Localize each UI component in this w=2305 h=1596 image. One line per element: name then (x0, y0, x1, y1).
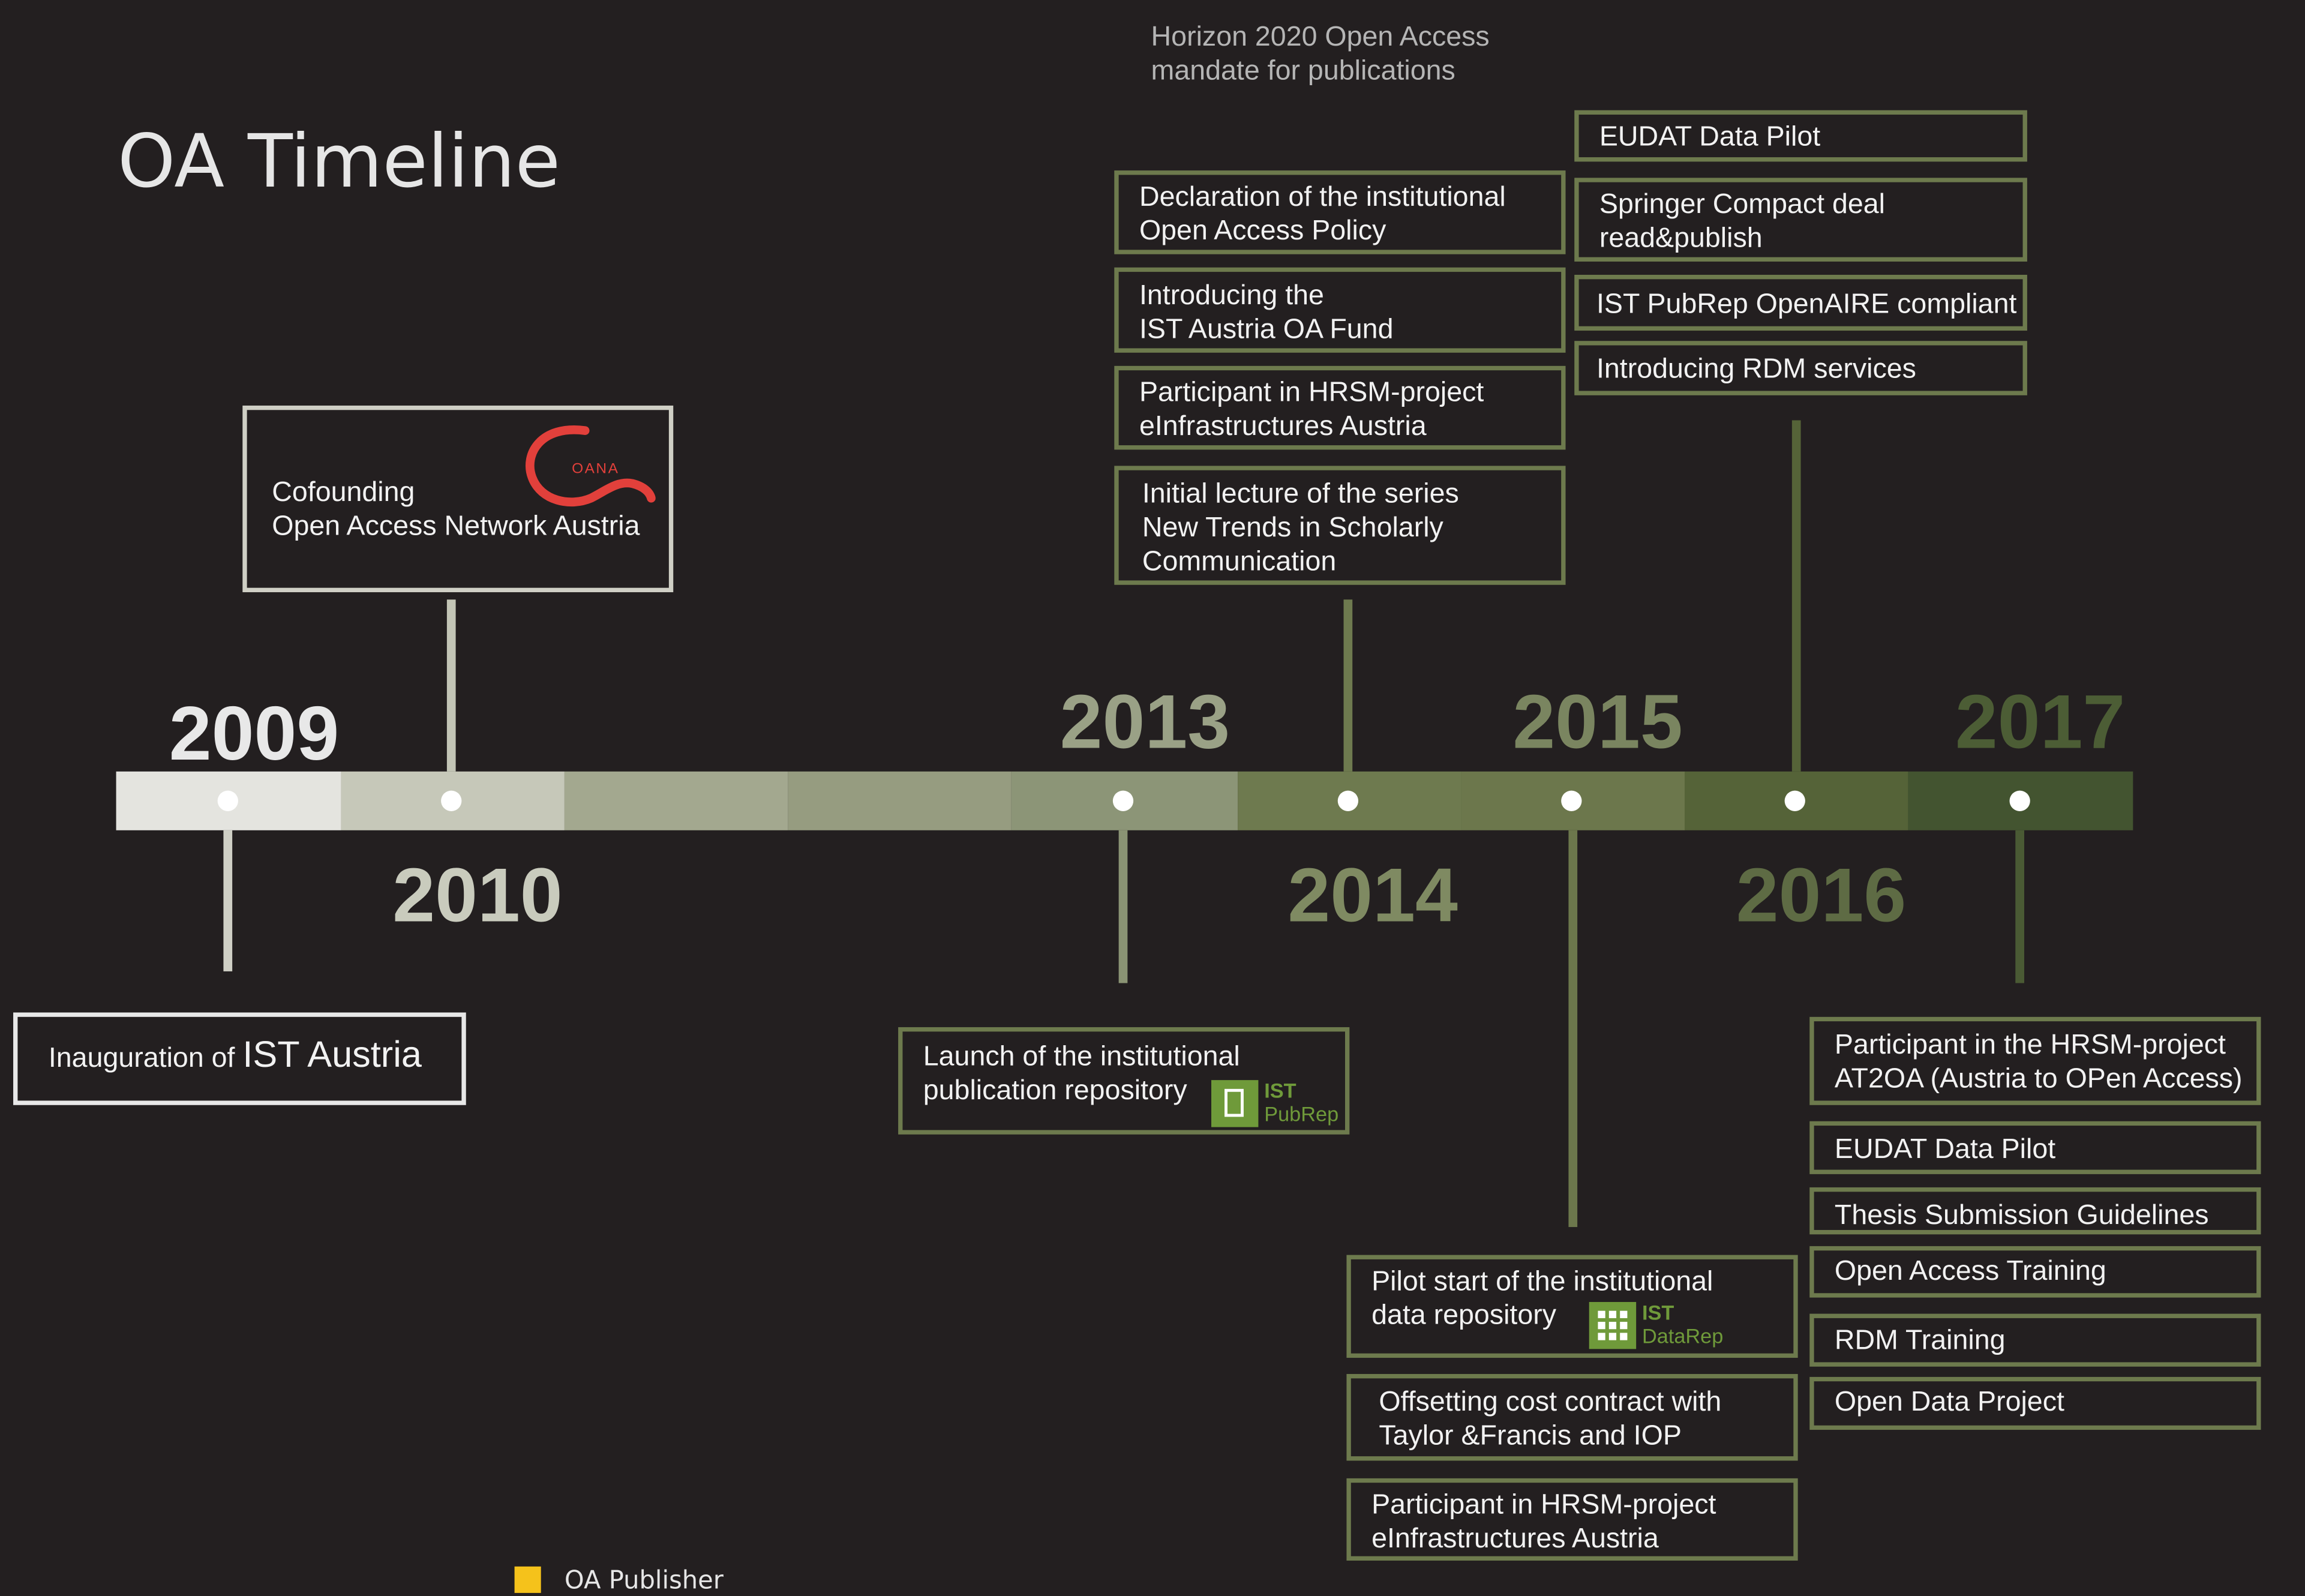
event-box-2010: Cofounding Open Access Network Austria O… (242, 405, 674, 593)
event-box-2015-hrsm: Participant in HRSM-project eInfrastruct… (1346, 1478, 1798, 1561)
timeline-dot-2010 (441, 790, 462, 811)
event-box-2017-open-data: Open Data Project (1809, 1376, 2261, 1430)
timeline-dot-2014 (1337, 790, 1359, 811)
event-box-2016-rdm: Introducing RDM services (1574, 341, 2027, 395)
event-2017-thesis-text: Thesis Submission Guidelines (1834, 1200, 2209, 1232)
event-2017-eudat-text: EUDAT Data Pilot (1834, 1134, 2056, 1166)
page-title: OA Timeline (118, 119, 560, 205)
timeline-dot-2017 (2009, 790, 2030, 811)
stem-2009 (223, 830, 233, 971)
event-box-2014-lecture: Initial lecture of the series New Trends… (1114, 466, 1566, 585)
event-box-2009: Inauguration of IST Austria (13, 1012, 466, 1105)
year-2010: 2010 (392, 853, 563, 940)
event-2009-emph: IST Austria (242, 1034, 422, 1076)
event-2016-openaire-text: IST PubRep OpenAIRE compliant (1596, 289, 2017, 320)
event-box-2014-oa-fund: Introducing the IST Austria OA Fund (1114, 267, 1566, 353)
timeline-dot-2013 (1112, 790, 1134, 811)
timeline-dot-2009 (217, 790, 238, 811)
event-box-2017-rdm-training: RDM Training (1809, 1313, 2261, 1367)
timeline-dot-2016 (1784, 790, 1805, 811)
year-2009: 2009 (169, 692, 340, 778)
event-box-2015-offsetting: Offsetting cost contract with Taylor &Fr… (1346, 1373, 1798, 1461)
stem-2013 (1118, 830, 1128, 983)
year-2015: 2015 (1512, 680, 1683, 766)
event-2016-eudat-text: EUDAT Data Pilot (1599, 122, 1821, 153)
event-2014-policy-text: Declaration of the institutional Open Ac… (1139, 182, 1506, 247)
oana-logo-text: OANA (572, 461, 619, 477)
event-2014-lecture-text: Initial lecture of the series New Trends… (1142, 479, 1459, 578)
document-icon (1211, 1080, 1259, 1127)
stem-2014 (1343, 599, 1353, 772)
event-box-2014-policy: Declaration of the institutional Open Ac… (1114, 170, 1566, 254)
grid-icon (1589, 1301, 1637, 1349)
event-2013-text: Launch of the institutional publication … (923, 1042, 1240, 1107)
pubrep-logo: IST PubRep (1211, 1078, 1344, 1127)
event-2017-oa-training-text: Open Access Training (1834, 1256, 2106, 1288)
year-2014: 2014 (1287, 853, 1458, 940)
event-box-2017-at2oa: Participant in the HRSM-project AT2OA (A… (1809, 1016, 2261, 1105)
horizon-2020-note: Horizon 2020 Open Access mandate for pub… (1151, 22, 1490, 87)
event-box-2016-springer: Springer Compact deal read&publish (1574, 178, 2027, 262)
event-box-2014-hrsm: Participant in HRSM-project eInfrastruct… (1114, 365, 1566, 450)
pubrep-logo-name: PubRep (1264, 1102, 1339, 1126)
event-2015-datarep-text: Pilot start of the institutional data re… (1371, 1267, 1713, 1331)
oana-logo-icon: OANA (526, 425, 656, 506)
event-box-2017-oa-training: Open Access Training (1809, 1246, 2261, 1298)
event-2015-hrsm-text: Participant in HRSM-project eInfrastruct… (1371, 1490, 1716, 1555)
stem-2015 (1568, 830, 1578, 1228)
event-box-2017-thesis: Thesis Submission Guidelines (1809, 1187, 2261, 1235)
datarep-logo: IST DataRep (1589, 1300, 1736, 1351)
datarep-logo-ist: IST (1641, 1300, 1674, 1324)
stem-2016 (1791, 420, 1801, 772)
event-2009-text: Inauguration of (48, 1043, 243, 1075)
event-2017-at2oa-text: Participant in the HRSM-project AT2OA (A… (1834, 1030, 2243, 1095)
event-2016-springer-text: Springer Compact deal read&publish (1599, 189, 1886, 254)
event-2014-oa-fund-text: Introducing the IST Austria OA Fund (1139, 280, 1394, 346)
event-box-2015-datarep: Pilot start of the institutional data re… (1346, 1255, 1798, 1358)
event-2014-hrsm-text: Participant in HRSM-project eInfrastruct… (1139, 377, 1484, 443)
datarep-logo-name: DataRep (1641, 1324, 1724, 1348)
event-box-2017-eudat: EUDAT Data Pilot (1809, 1121, 2261, 1174)
legend-swatch-oa-publisher (514, 1566, 541, 1593)
legend-label-oa-publisher: OA Publisher (564, 1566, 724, 1596)
event-box-2016-eudat: EUDAT Data Pilot (1574, 110, 2027, 162)
event-box-2013: Launch of the institutional publication … (898, 1027, 1350, 1135)
timeline-segment-2012 (788, 771, 1012, 830)
year-2013: 2013 (1060, 680, 1230, 766)
event-2015-offsetting-text: Offsetting cost contract with Taylor &Fr… (1379, 1387, 1722, 1452)
stem-2010 (446, 599, 456, 772)
event-2016-rdm-text: Introducing RDM services (1596, 354, 1916, 385)
stem-2017 (2015, 830, 2025, 983)
event-2017-open-data-text: Open Data Project (1834, 1387, 2064, 1418)
event-box-2016-openaire: IST PubRep OpenAIRE compliant (1574, 274, 2027, 331)
pubrep-logo-ist: IST (1264, 1078, 1296, 1102)
event-2017-rdm-training-text: RDM Training (1834, 1325, 2006, 1357)
year-2017: 2017 (1955, 680, 2126, 766)
event-2010-text: Cofounding Open Access Network Austria (272, 477, 640, 542)
timeline-segment-2011 (564, 771, 788, 830)
timeline-dot-2015 (1561, 790, 1582, 811)
year-2016: 2016 (1736, 853, 1907, 940)
